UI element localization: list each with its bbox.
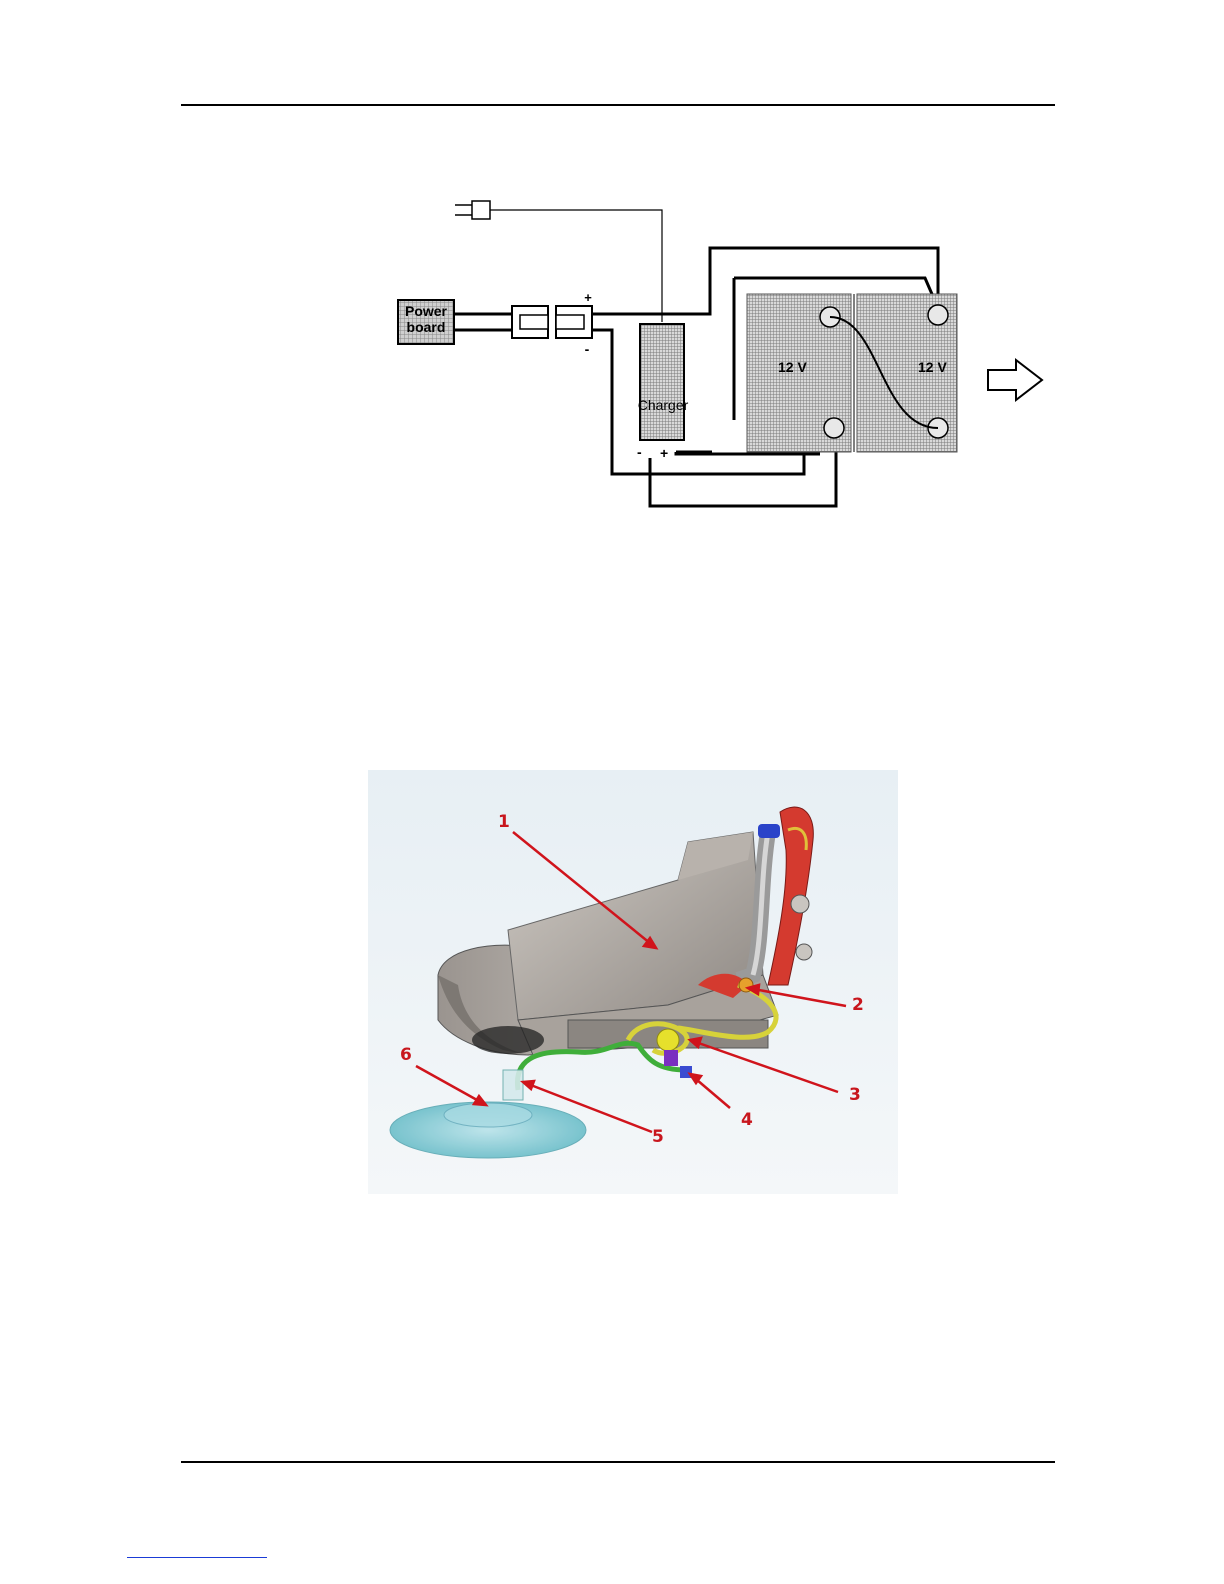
connector-minus-label: - xyxy=(585,341,590,357)
footnote-separator xyxy=(127,1557,267,1558)
wiring-diagram: Power board + - Charger - + 12 V 1 xyxy=(380,190,1060,520)
battery-left-label: 12 V xyxy=(778,359,807,375)
callout-2: 2 xyxy=(852,995,864,1015)
valve-body xyxy=(664,1050,678,1066)
connector-plus-label: + xyxy=(584,290,592,305)
mains-plug-icon xyxy=(455,201,490,219)
terminal-icon xyxy=(928,305,948,325)
terminal-icon xyxy=(824,418,844,438)
charger-minus-label: - xyxy=(637,444,642,460)
battery-right: 12 V xyxy=(857,294,957,452)
parts-render: 1 2 3 4 5 6 xyxy=(368,770,898,1194)
callout-5: 5 xyxy=(652,1127,664,1147)
power-board-label-1: Power xyxy=(405,303,448,319)
power-board-label-2: board xyxy=(407,319,446,335)
footer-rule xyxy=(181,1461,1055,1463)
charger-label: Charger xyxy=(638,397,689,413)
filter-cap xyxy=(657,1029,679,1051)
charger: Charger xyxy=(638,324,689,440)
callout-4: 4 xyxy=(741,1110,753,1130)
callout-1: 1 xyxy=(498,812,510,832)
power-board: Power board xyxy=(398,300,454,344)
callout-3: 3 xyxy=(849,1085,861,1105)
callout-6: 6 xyxy=(400,1045,412,1065)
continue-arrow-icon xyxy=(988,360,1042,400)
connector-left xyxy=(512,306,548,338)
charger-plus-label: + xyxy=(660,445,668,461)
connector-right xyxy=(556,306,592,338)
battery-right-label: 12 V xyxy=(918,359,947,375)
header-rule xyxy=(181,104,1055,106)
